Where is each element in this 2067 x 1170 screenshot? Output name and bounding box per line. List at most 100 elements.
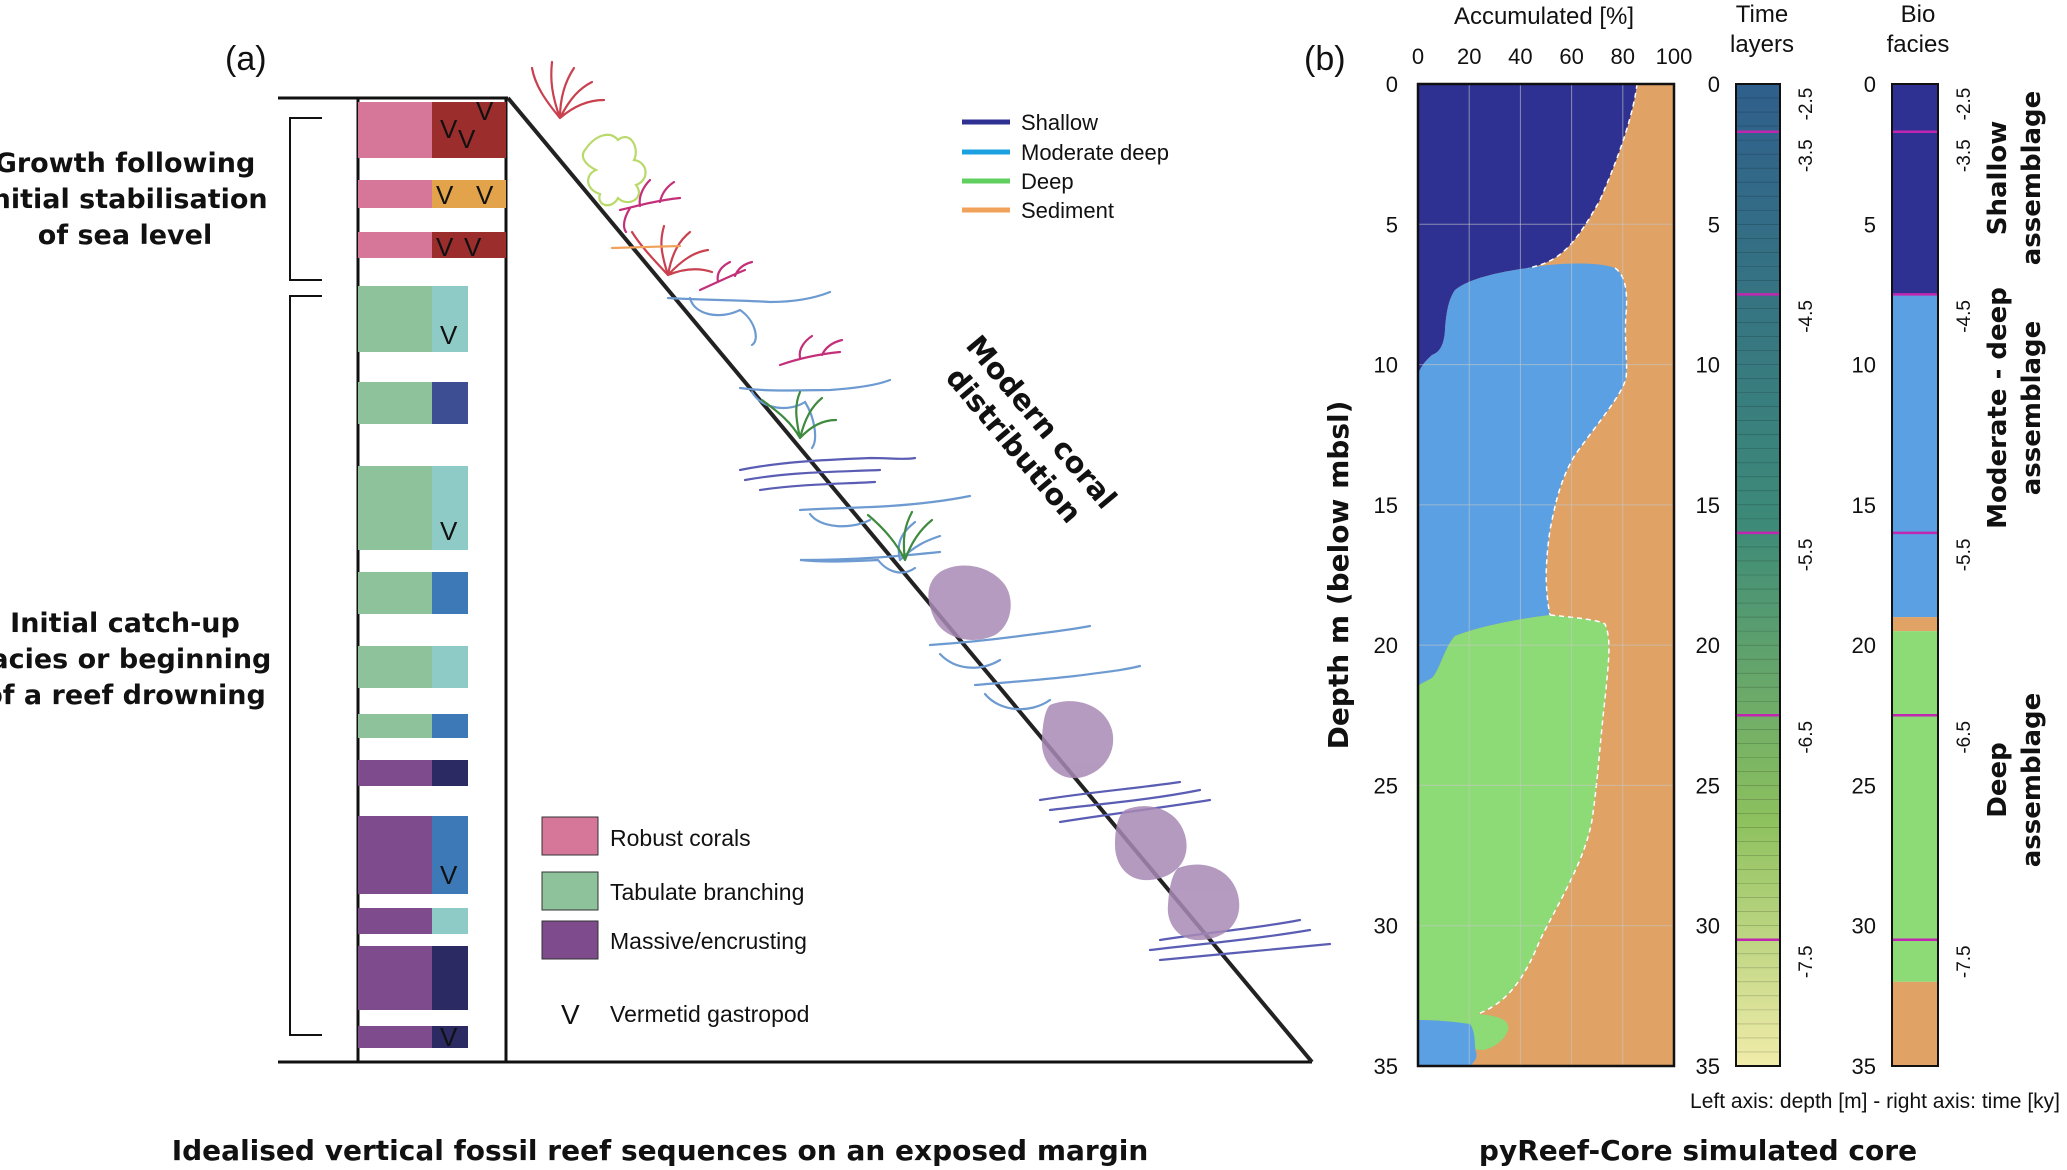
bio-facies-block	[1892, 84, 1938, 295]
bed-zone-3	[432, 232, 506, 258]
bracket-bottom-line-3: of a reef drowning	[0, 680, 266, 711]
bed-robust-1	[358, 102, 432, 158]
depth-tick-label: 5	[1864, 212, 1876, 237]
time-axis-ticks: -2.5-3.5-4.5-5.5-6.5-7.5	[1796, 88, 1817, 978]
time-tick-label: -7.5	[1954, 945, 1975, 978]
top-axis-title: Accumulated [%]	[1454, 3, 1634, 30]
depth-tick-label: 25	[1852, 773, 1876, 798]
depth-tick-label: 0	[1864, 72, 1876, 97]
slope-label: Modern coral distribution	[939, 329, 1123, 530]
bed-zone-4	[432, 286, 468, 352]
time-tick-label: -4.5	[1954, 300, 1975, 333]
depth-tick-label: 10	[1374, 353, 1398, 378]
top-tick-label: 40	[1508, 44, 1532, 69]
bio-facies-frame	[1891, 83, 1939, 1067]
legend-label-shallow: Shallow	[1021, 110, 1098, 135]
bio-facies-block	[1892, 294, 1938, 618]
legend-label-moderate-deep: Moderate deep	[1021, 140, 1169, 165]
vermetid-marker: V	[440, 114, 458, 144]
vermetid-marker: V	[436, 232, 454, 262]
zone-legend: Shallow Moderate deep Deep Sediment	[962, 110, 1169, 223]
core-frame	[1416, 82, 1676, 1068]
bed-zone-2	[432, 180, 506, 208]
bio-facies-column	[1891, 83, 1939, 1067]
core-gridlines	[1418, 84, 1674, 1066]
bed-zone-5	[432, 382, 468, 424]
fan-coral-1	[760, 390, 838, 440]
bracket-top-line-3: of sea level	[38, 220, 212, 251]
depth-tick-label: 10	[1696, 353, 1720, 378]
bracket-bottom-line-1: Initial catch-up	[10, 608, 240, 639]
core-moderate-lower-area	[1418, 1020, 1477, 1066]
bed-zone-1	[432, 102, 506, 158]
depth-tick-label: 30	[1696, 914, 1720, 939]
vermetid-marker: V	[440, 1022, 458, 1052]
bracket-bottom-line-2: facies or beginning	[0, 644, 271, 675]
bio-title-line-2: facies	[1887, 31, 1950, 58]
sediment-marker	[610, 244, 682, 250]
bracket-top-label: Growth following initial stabilisation o…	[0, 148, 268, 251]
depth-tick-label: 20	[1696, 633, 1720, 658]
legend-swatch-robust	[541, 816, 599, 856]
time-markers	[1736, 130, 1780, 941]
bio-label-deep: Deep assemblage	[1983, 693, 2047, 868]
vermetid-marker: V	[436, 180, 454, 210]
bracket-bottom-label: Initial catch-up facies or beginning of …	[0, 608, 271, 711]
bio-label-shallow: Shallow assemblage	[1983, 91, 2047, 266]
tabulate-coral-6	[973, 664, 1142, 711]
massive-coral-2	[1041, 701, 1114, 779]
time-layer-stripes	[1736, 97, 1780, 1053]
depth-tick-label: 10	[1852, 353, 1876, 378]
massive-coral-3	[1115, 806, 1187, 881]
encrusting-coral-3	[1148, 918, 1332, 962]
time-tick-label: -5.5	[1954, 539, 1975, 572]
core-shallow-area	[1418, 84, 1637, 375]
time-tick-label: -3.5	[1954, 139, 1975, 172]
bed-massive-5	[358, 1026, 432, 1048]
vermetid-marker: V	[440, 516, 458, 546]
bed-zone-13	[432, 946, 468, 1010]
fan-coral-2	[866, 510, 934, 562]
time-title-line-1: Time	[1736, 1, 1788, 28]
tabulate-coral-5	[928, 624, 1092, 669]
core-plot	[1416, 82, 1676, 1068]
facies-legend: Robust corals Tabulate branching Massive…	[541, 816, 809, 1030]
time-tick-label: -7.5	[1796, 945, 1817, 978]
depth-tick-label: 20	[1852, 633, 1876, 658]
massive-coral-colonies	[928, 565, 1240, 941]
tabulate-coral-4	[799, 520, 942, 574]
top-tick-label: 60	[1559, 44, 1583, 69]
panel-a-label: (a)	[225, 40, 267, 78]
time-tick-label: -5.5	[1796, 539, 1817, 572]
bracket-top-line-2: initial stabilisation	[0, 184, 268, 215]
core-moderate-area	[1418, 263, 1627, 686]
depth-tick-label: 35	[1374, 1054, 1398, 1079]
vermetid-marker: V	[464, 232, 482, 262]
bio-label-shallow-line-2: assemblage	[2017, 91, 2047, 266]
depth-tick-label: 25	[1696, 773, 1720, 798]
bio-title-line-1: Bio	[1901, 1, 1936, 28]
legend-swatch-massive	[541, 920, 599, 960]
bed-zone-14	[432, 1026, 468, 1048]
top-tick-label: 0	[1412, 44, 1424, 69]
core-boundary-lines	[1477, 83, 1638, 1015]
time-tick-label: -2.5	[1796, 88, 1817, 121]
depth-tick-label: 5	[1708, 212, 1720, 237]
legend-label-tabulate: Tabulate branching	[610, 879, 804, 905]
bio-label-moderate-line-1: Moderate - deep	[1983, 287, 2013, 529]
fossil-sequence-column: V V V V V V V V V V V	[278, 96, 1314, 1064]
branching-coral-1	[618, 178, 682, 234]
tabulate-coral-1	[666, 290, 832, 347]
panel-b-caption: pyReef-Core simulated core	[1479, 1134, 1917, 1167]
time-tick-label: -4.5	[1796, 300, 1817, 333]
legend-vermetid-symbol: V	[561, 999, 580, 1030]
robust-coral-1	[530, 60, 606, 120]
branching-coral-2	[698, 260, 754, 292]
bed-tabulate-6	[358, 714, 432, 738]
bio-facies-blocks	[1892, 84, 1938, 1066]
top-tick-label: 100	[1656, 44, 1693, 69]
depth-tick-label: 15	[1374, 493, 1398, 518]
depth-tick-label: 5	[1386, 212, 1398, 237]
